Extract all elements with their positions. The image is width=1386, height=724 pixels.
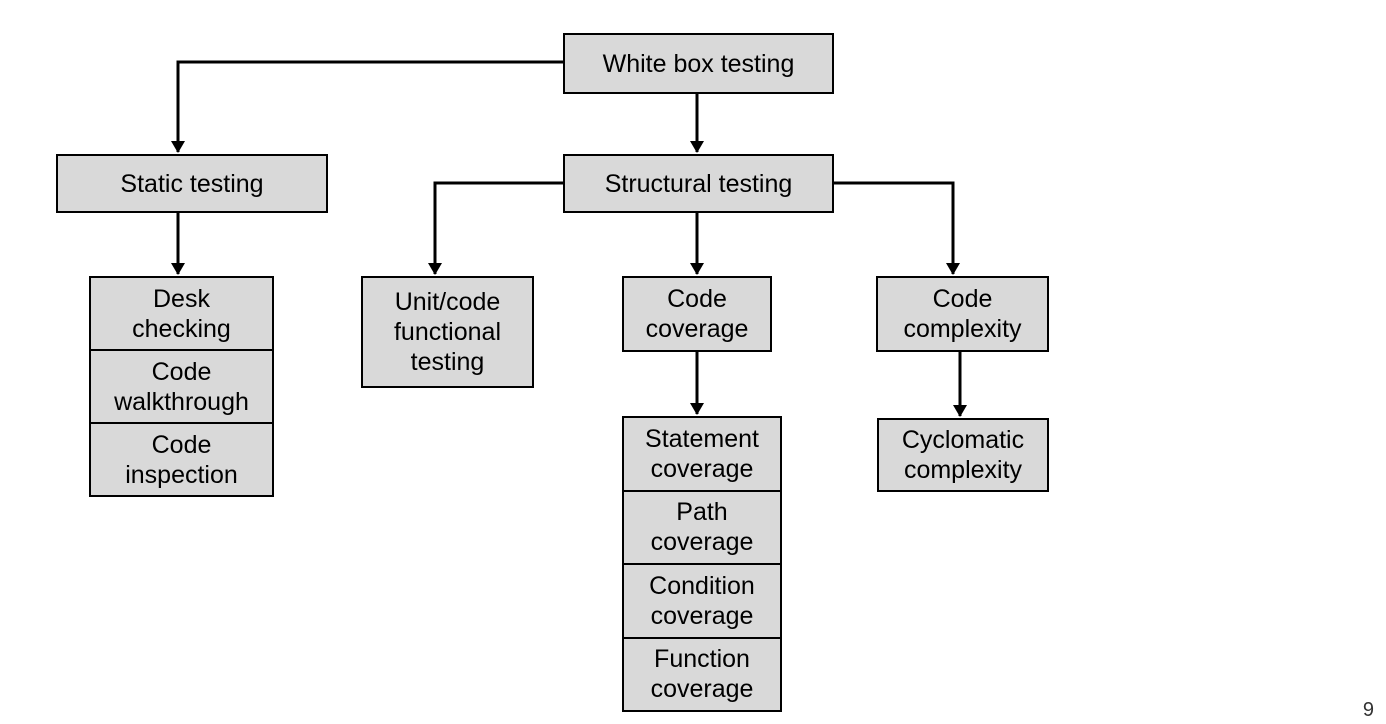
connector-root-to-static [171,60,563,153]
node-function-coverage: Function coverage [624,636,780,711]
node-structural-testing: Structural testing [563,154,834,213]
node-static-testing: Static testing [56,154,328,213]
connector-structural-to-unit [428,181,563,275]
node-condition-coverage: Condition coverage [624,563,780,637]
node-code-coverage: Code coverage [622,276,772,352]
node-cyclomatic-complexity: Cyclomatic complexity [877,418,1049,492]
node-statement-coverage: Statement coverage [645,424,759,483]
static-testing-methods-stack: Desk checking Code walkthrough Code insp… [89,276,274,497]
code-coverage-types-stack: Statement coverage Path coverage Conditi… [622,416,782,712]
node-unit-code-functional-testing: Unit/code functional testing [361,276,534,388]
node-code-inspection: Code inspection [91,422,272,495]
node-white-box-testing: White box testing [563,33,834,94]
page-number: 9 [1362,699,1374,721]
node-code-walkthrough: Code walkthrough [91,349,272,422]
node-code-complexity: Code complexity [876,276,1049,352]
node-desk-checking: Desk checking [132,284,231,343]
connector-structural-to-complexity [832,181,960,275]
node-path-coverage: Path coverage [624,489,780,564]
